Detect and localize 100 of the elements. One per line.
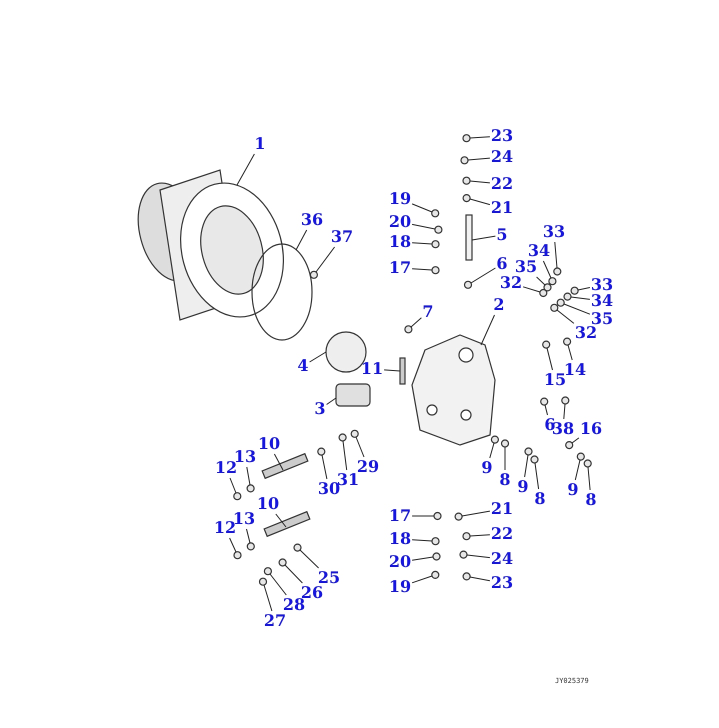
leader-line <box>229 538 236 552</box>
leader-line <box>536 276 546 286</box>
leader-line <box>264 584 272 612</box>
small-part-drawing <box>310 270 318 279</box>
callout-number: 16 <box>580 420 602 438</box>
leader-line <box>534 462 540 490</box>
small-part-drawing <box>556 298 565 307</box>
small-part-drawing <box>462 134 471 142</box>
leader-line <box>574 460 580 480</box>
callout-number: 18 <box>388 530 412 548</box>
callout-number: 23 <box>490 127 514 145</box>
leader-line <box>412 268 432 270</box>
callout-number: 7 <box>422 303 434 321</box>
small-part-drawing <box>233 492 242 500</box>
callout-number: 12 <box>214 519 236 537</box>
callout-number: 22 <box>490 175 514 193</box>
leader-line <box>410 317 422 328</box>
leader-line <box>572 437 580 444</box>
leader-line <box>480 314 495 346</box>
leader-line <box>554 242 558 268</box>
small-part-drawing <box>434 226 442 234</box>
leader-line <box>342 440 348 470</box>
small-part-drawing <box>565 441 574 450</box>
leader-line <box>326 398 336 405</box>
small-part-drawing <box>264 567 272 576</box>
leader-line <box>588 466 591 490</box>
callout-number: 15 <box>544 371 566 389</box>
small-part-drawing <box>570 286 579 295</box>
leader-line <box>246 528 250 544</box>
leader-line <box>470 198 490 206</box>
callout-number: 8 <box>585 491 597 509</box>
leader-line <box>524 454 528 478</box>
callout-number: 32 <box>574 324 598 342</box>
callout-number: 2 <box>493 296 505 314</box>
small-part-drawing <box>459 550 468 559</box>
leader-line <box>236 154 255 186</box>
small-part-drawing <box>462 194 471 202</box>
housing-drawing <box>138 169 284 321</box>
callout-number: 9 <box>567 481 579 499</box>
callout-number: 8 <box>534 490 546 508</box>
callout-number: 27 <box>264 612 286 630</box>
callout-number: 20 <box>388 213 412 231</box>
callout-number: 24 <box>490 148 514 166</box>
small-part-drawing <box>278 558 287 567</box>
callout-number: 10 <box>256 495 280 513</box>
leader-line <box>230 478 236 494</box>
callout-number: 17 <box>388 259 412 277</box>
leader-line <box>300 550 320 568</box>
small-part-drawing <box>548 277 556 286</box>
leader-line <box>384 369 400 372</box>
small-part-drawing <box>464 280 472 289</box>
callout-number: 9 <box>481 459 493 477</box>
callout-number: 30 <box>318 480 340 498</box>
callout-number: 33 <box>542 223 566 241</box>
small-part-drawing <box>338 433 347 442</box>
leader-line <box>356 436 364 458</box>
leader-line <box>470 534 490 536</box>
small-part-drawing <box>431 266 440 274</box>
leader-line <box>412 224 436 230</box>
valve-body-drawing <box>411 334 496 446</box>
leader-line <box>274 454 284 470</box>
leader-line <box>412 556 434 561</box>
leader-line <box>504 446 506 470</box>
leader-line <box>309 352 326 362</box>
callout-number: 4 <box>297 357 309 375</box>
small-part-drawing <box>553 267 562 276</box>
small-part-drawing <box>293 544 302 552</box>
small-part-drawing <box>490 436 499 444</box>
pin-drawing <box>399 357 406 385</box>
small-part-drawing <box>431 570 440 579</box>
callout-number: 17 <box>388 507 412 525</box>
leader-line <box>470 268 496 284</box>
leader-line <box>322 454 328 480</box>
leader-line <box>472 236 496 240</box>
leader-line <box>564 304 590 315</box>
callout-number: 19 <box>388 190 412 208</box>
small-part-drawing <box>524 447 533 456</box>
small-part-drawing <box>584 459 592 468</box>
callout-number: 24 <box>490 550 514 568</box>
leader-line <box>412 539 432 542</box>
small-part-drawing <box>431 537 440 546</box>
leader-line <box>489 442 494 458</box>
callout-number: 37 <box>330 228 354 246</box>
callout-number: 18 <box>388 233 412 251</box>
leader-line <box>246 466 250 486</box>
callout-number: 8 <box>499 471 511 489</box>
leader-line <box>563 404 566 420</box>
small-part-drawing <box>246 484 255 492</box>
callout-number: 1 <box>254 135 266 153</box>
small-part-drawing <box>543 283 552 292</box>
small-part-drawing <box>561 396 570 405</box>
callout-number: 21 <box>490 199 514 217</box>
callout-number: 11 <box>360 360 384 378</box>
leader-line <box>296 230 308 250</box>
leader-line <box>542 260 552 278</box>
small-part-drawing <box>550 304 558 312</box>
small-part-drawing <box>500 439 510 448</box>
callout-number: 10 <box>258 435 280 453</box>
small-part-drawing <box>233 551 242 560</box>
small-part-drawing <box>404 325 412 334</box>
